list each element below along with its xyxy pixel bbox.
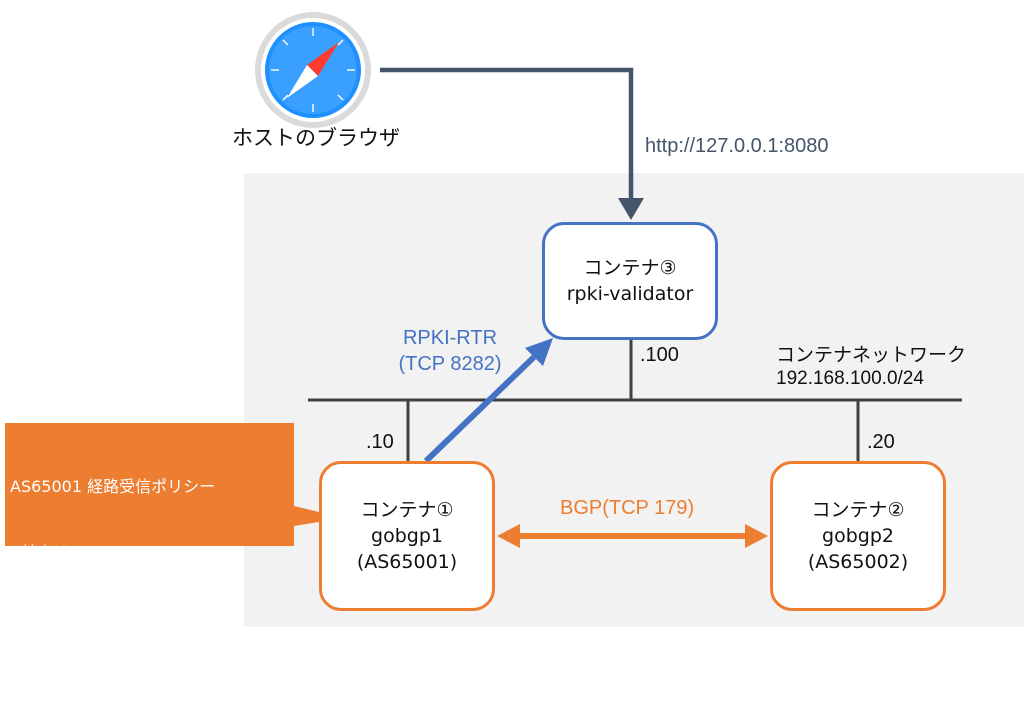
http-url-label: http://127.0.0.1:8080 <box>645 135 829 157</box>
rpki-rtr-label: RPKI-RTR (TCP 8282) <box>380 325 520 377</box>
gobgp2-container-box: コンテナ② gobgp2 (AS65002) <box>770 461 946 611</box>
gobgp1-container-box: コンテナ① gobgp1 (AS65001) <box>319 461 495 611</box>
http-arrowhead <box>618 198 644 220</box>
bgp-arrowhead-left <box>497 524 520 548</box>
rpki-protocol-label: RPKI-RTR <box>402 327 498 349</box>
validator-container-box: コンテナ③ rpki-validator <box>542 222 718 340</box>
bgp-label: BGP(TCP 179) <box>560 497 695 519</box>
validator-ip: .100 <box>640 344 679 366</box>
browser-label: ホストのブラウザ <box>232 126 400 150</box>
network-name: コンテナネットワーク <box>776 344 967 366</box>
policy-callout-line: - 基本はAccept <box>10 543 124 562</box>
bgp-arrowhead-right <box>745 524 768 548</box>
gobgp1-name: gobgp1 <box>371 525 443 547</box>
rpki-rtr-arrow <box>423 354 537 464</box>
gobgp2-title: コンテナ② <box>811 499 905 521</box>
gobgp1-title: コンテナ① <box>360 499 454 521</box>
policy-callout-text: AS65001 経路受信ポリシー - 基本はAccept - Validatio… <box>10 432 292 718</box>
gobgp1-as: (AS65001) <box>356 551 458 573</box>
validator-title: コンテナ③ <box>583 257 677 279</box>
policy-callout-line: AS65001 経路受信ポリシー <box>10 477 216 496</box>
policy-callout-line: - Validation Resultが”Invalid” <box>10 609 241 628</box>
diagram-wires <box>5 12 962 548</box>
gobgp2-name: gobgp2 <box>822 525 894 547</box>
gobgp2-ip: .20 <box>867 431 895 453</box>
http-connector <box>380 67 634 200</box>
network-cidr: 192.168.100.0/24 <box>776 368 924 389</box>
rpki-rtr-arrowhead <box>525 338 553 366</box>
gobgp2-as: (AS65002) <box>807 551 909 573</box>
safari-compass-icon <box>255 12 371 128</box>
gobgp1-ip: .10 <box>366 431 394 453</box>
rpki-port-label: (TCP 8282) <box>398 353 502 375</box>
policy-callout-line: の経路はReject <box>10 675 134 694</box>
validator-name: rpki-validator <box>566 283 694 305</box>
policy-callout-shape <box>5 423 344 546</box>
